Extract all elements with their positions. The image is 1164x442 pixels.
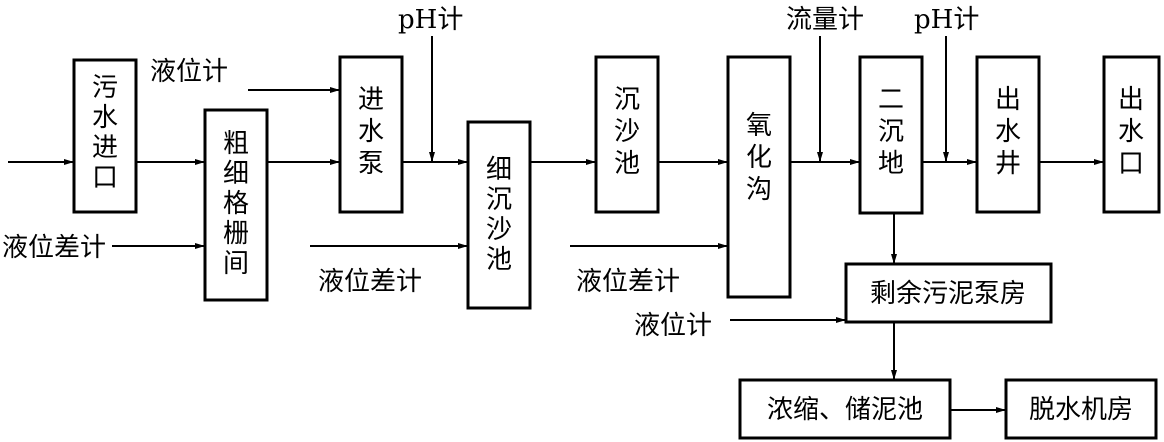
unit-wushui-jinkou: 污 水 进 口	[72, 58, 138, 214]
unit-chenshachi-char-1: 沙	[614, 117, 640, 147]
unit-xi-chenshachi-char-2: 沙	[486, 215, 512, 245]
unit-chushuikou-char-0: 出	[1118, 85, 1144, 115]
instrument-level-diff-meter-3: 液位差计	[576, 267, 680, 297]
unit-chushuikou-char-2: 口	[1118, 149, 1144, 179]
unit-erchendi: 二 沉 地	[858, 55, 924, 215]
unit-tuoshui-jifang-label: 脱水机房	[1029, 395, 1133, 425]
unit-chushuikou-char-1: 水	[1118, 117, 1144, 147]
instrument-level-meter-2: 液位计	[634, 311, 712, 341]
unit-cuxi-gezha-jian-char-4: 间	[223, 249, 249, 279]
unit-shengyu-wuni-bengfang-label: 剩余污泥泵房	[870, 279, 1026, 309]
unit-cuxi-gezha-jian-char-2: 格	[223, 189, 249, 219]
unit-chushuijing-char-2: 井	[995, 149, 1021, 179]
unit-erchendi-char-0: 二	[878, 85, 904, 115]
unit-wushui-jinkou-char-3: 口	[92, 163, 118, 193]
unit-xi-chenshachi-char-0: 细	[486, 155, 512, 185]
instrument-flow-meter: 流量计	[786, 5, 864, 35]
unit-wushui-jinkou-char-2: 进	[92, 133, 118, 163]
unit-wushui-jinkou-char-0: 污	[92, 73, 118, 103]
instrument-level-meter-1: 液位计	[150, 57, 228, 87]
unit-shengyu-wuni-bengfang: 剩余污泥泵房	[844, 262, 1053, 324]
unit-jinshui-beng-char-0: 进	[358, 85, 384, 115]
unit-chushuijing-char-1: 水	[995, 117, 1021, 147]
unit-chenshachi-char-2: 池	[614, 149, 640, 179]
unit-chenshachi: 沉 沙 池	[594, 55, 660, 214]
unit-cuxi-gezha-jian-char-1: 细	[223, 159, 249, 189]
instrument-level-diff-meter-1: 液位差计	[2, 233, 106, 263]
unit-xi-chenshachi-char-1: 沉	[486, 185, 512, 215]
unit-jinshui-beng: 进 水 泵	[338, 55, 404, 214]
unit-cuxi-gezha-jian-char-3: 栅	[223, 219, 249, 249]
unit-wushui-jinkou-char-1: 水	[92, 103, 118, 133]
unit-chushuikou: 出 水 口	[1102, 55, 1161, 214]
instrument-level-diff-meter-2: 液位差计	[318, 267, 422, 297]
unit-yanghuagou-char-1: 化	[746, 143, 772, 173]
unit-xi-chenshachi-char-3: 池	[486, 245, 512, 275]
instrument-ph-meter-2: pH计	[914, 5, 979, 35]
unit-cuxi-gezha-jian-char-0: 粗	[223, 129, 249, 159]
unit-chenshachi-char-0: 沉	[614, 85, 640, 115]
unit-tuoshui-jifang: 脱水机房	[1004, 378, 1158, 440]
unit-nongsuo-chunichi-label: 浓缩、储泥池	[767, 395, 923, 425]
unit-chushuijing-char-0: 出	[995, 85, 1021, 115]
unit-chushuijing: 出 水 井	[975, 55, 1041, 214]
unit-yanghuagou: 氧 化 沟	[726, 55, 792, 299]
unit-erchendi-char-1: 沉	[878, 117, 904, 147]
unit-yanghuagou-char-2: 沟	[746, 175, 772, 205]
unit-nongsuo-chunichi: 浓缩、储泥池	[738, 378, 952, 440]
unit-jinshui-beng-char-1: 水	[358, 117, 384, 147]
unit-cuxi-gezha-jian: 粗 细 格 栅 间	[203, 108, 269, 302]
instrument-ph-meter-1: pH计	[398, 5, 463, 35]
unit-erchendi-char-2: 地	[878, 149, 904, 179]
unit-xi-chenshachi: 细 沉 沙 池	[466, 120, 532, 310]
unit-yanghuagou-char-0: 氧	[746, 111, 772, 141]
unit-jinshui-beng-char-2: 泵	[358, 149, 384, 179]
